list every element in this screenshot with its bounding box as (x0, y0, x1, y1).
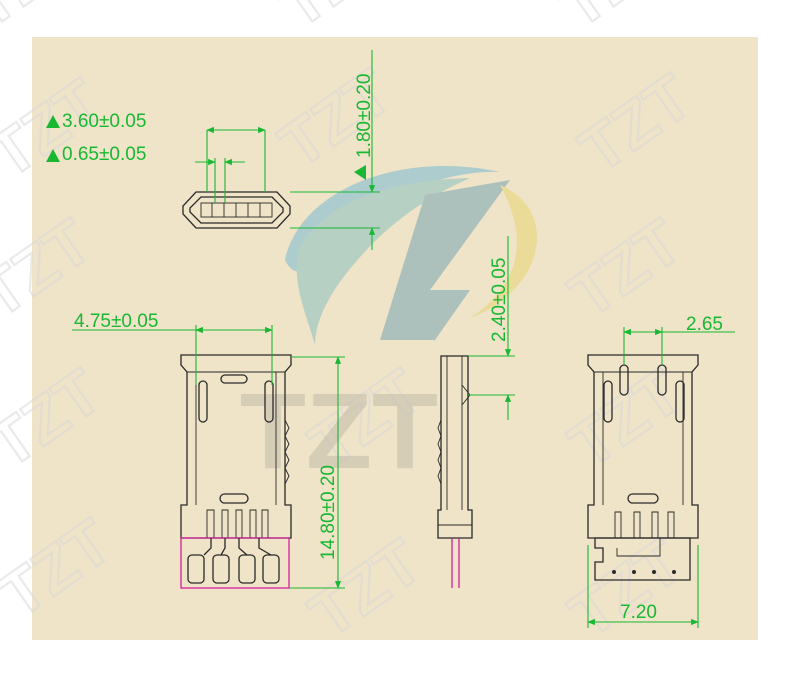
face-inner-outline (189, 196, 284, 224)
rear-contact-fingers (614, 511, 675, 538)
latch-slot-top (220, 374, 248, 384)
dimension-label: 2.40±0.05 (489, 258, 510, 342)
plug-front-view (180, 354, 292, 589)
dimension-pitch: 0.65±0.05 (46, 144, 245, 203)
dimension-label: 2.65 (686, 314, 723, 335)
rear-trace (616, 538, 661, 557)
side-serration (437, 419, 442, 485)
side-body-outline (437, 355, 473, 539)
triangle-marker-icon (46, 149, 60, 162)
solder-tabs (187, 538, 280, 584)
triangle-marker-icon (46, 115, 60, 128)
rear-slot (627, 493, 659, 504)
latch-slot-bottom (219, 493, 249, 504)
dimension-rear-width: 7.20 (587, 545, 699, 628)
solder-pad-area (180, 537, 290, 589)
dimension-height: 1.80±0.20 (290, 50, 380, 250)
dimension-label: 0.65±0.05 (62, 144, 146, 165)
rear-pcb-holes (612, 570, 676, 574)
dimension-width-total: 3.60±0.05 (46, 111, 266, 192)
plug-contact-fingers (206, 509, 269, 538)
triangle-marker-icon (354, 165, 366, 180)
dimension-label: 7.20 (620, 602, 657, 623)
latch-spring-right (264, 380, 274, 423)
face-cavity (200, 202, 273, 218)
dimension-side-offset: 2.40±0.05 (468, 236, 515, 420)
latch-spring-left (198, 380, 208, 423)
dimension-label: 3.60±0.05 (62, 111, 146, 132)
face-contacts (211, 203, 261, 217)
edge-serration (284, 419, 290, 485)
front-face-view (182, 191, 291, 229)
dimension-rear-spacing: 2.65 (623, 314, 735, 365)
rear-spring-right (675, 380, 685, 423)
dimension-length: 14.80±0.20 (289, 356, 345, 589)
dimension-label: 4.75±0.05 (74, 311, 158, 332)
rear-pcb-tab (594, 537, 691, 581)
rear-spring-left (603, 380, 613, 423)
face-outer-outline (182, 191, 291, 229)
dimension-label: 14.80±0.20 (318, 465, 339, 560)
dimension-plug-width: 4.75±0.05 (72, 311, 273, 385)
dimension-label: 1.80±0.20 (354, 74, 375, 158)
